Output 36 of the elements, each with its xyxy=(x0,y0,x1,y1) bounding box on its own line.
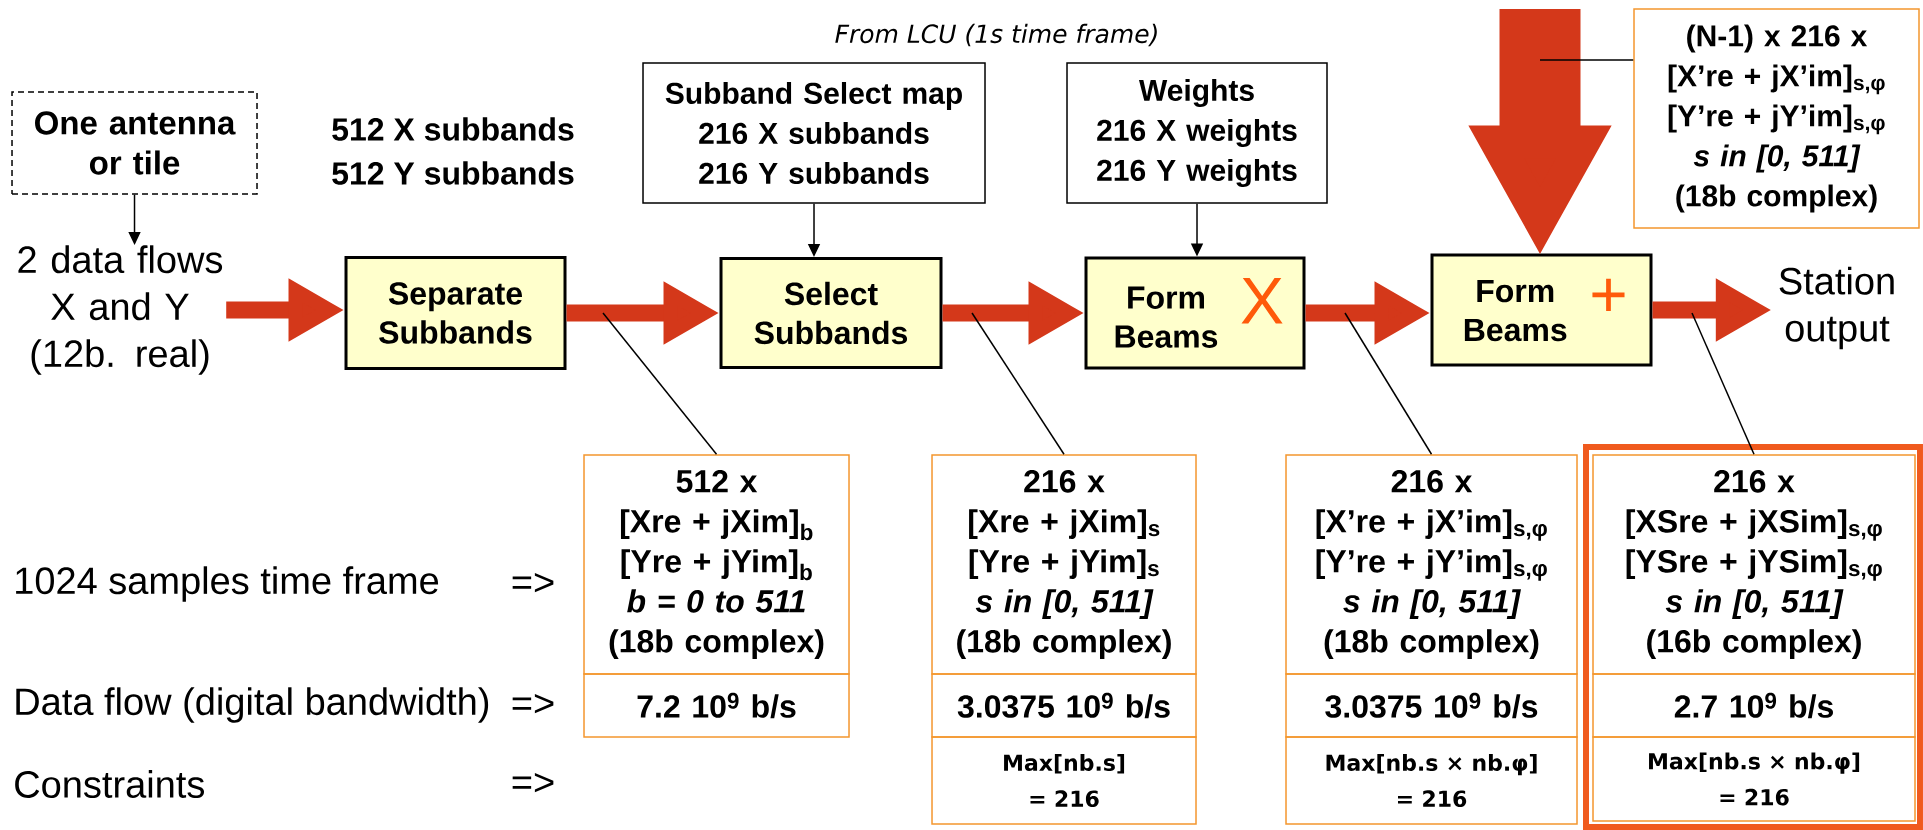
process-box: Separate Subbands xyxy=(344,256,567,370)
bandwidth-cell: 7.2 10$^{9}$ b/s xyxy=(583,673,850,738)
bandwidth-cell: 3.0375 10$^{9}$ b/s xyxy=(931,673,1197,738)
process-box: Form Beams X xyxy=(1084,256,1306,370)
row-label: Data flow (digital bandwidth) xyxy=(16,687,489,723)
constraint-cell: Max[nb.s] = 216 xyxy=(931,736,1197,825)
source-box: One antenna or tile xyxy=(11,91,258,195)
flow-text: Station output xyxy=(1779,266,1894,350)
flow-text: 2 data flows X and Y (12b. real) xyxy=(18,245,223,375)
row-label: Constraints xyxy=(15,770,204,798)
leader-line xyxy=(1344,312,1433,455)
annotation-text: 512 X subbands xyxy=(332,117,574,141)
data-cell: 216 x [X’re + jX’im]$_{s,φ}$ [Y’re + jY’im]$_{s,φ}$ s in [0, 511] (18b complex) xyxy=(1285,454,1578,675)
process-box: Select Subbands xyxy=(719,257,943,369)
leader-line xyxy=(1539,59,1634,61)
data-cell: 512 x [Xre + jXim]$_{b}$ [Yre + jYim]$_{b}$ b = 0 to 511 (18b complex) xyxy=(583,454,850,675)
highlight-frame xyxy=(1583,444,1923,830)
constraint-cell: Max[nb.s × nb.φ] = 216 xyxy=(1285,736,1578,825)
leader-line xyxy=(971,312,1065,455)
arrow-sign: => xyxy=(512,772,554,793)
bandwidth-cell: 2.7 10$^{9}$ b/s xyxy=(1592,673,1916,738)
leader-line xyxy=(1691,312,1755,455)
leader-line xyxy=(602,312,718,455)
annotation-text: From LCU (1s time frame) xyxy=(835,23,1157,47)
arrow-sign: => xyxy=(512,572,554,593)
row-label: 1024 samples time frame xyxy=(16,566,439,602)
data-cell: 216 x [Xre + jXim]$_{s}$ [Yre + jYim]$_{s}$ s in [0, 511] (18b complex) xyxy=(931,454,1197,675)
constraint-cell: Max[nb.s × nb.φ] = 216 xyxy=(1592,736,1916,822)
bandwidth-cell: 3.0375 10$^{9}$ b/s xyxy=(1285,673,1578,738)
input-box: Weights 216 X weights 216 Y weights xyxy=(1066,62,1328,204)
data-box: (N-1) x 216 x [X’re + jX’im]$_{s,φ}$ [Y’re + jY’im]$_{s,φ}$ s in [0, 511] (18b complex) xyxy=(1633,8,1920,229)
annotation-text: 512 Y subbands xyxy=(332,161,574,185)
arrow-sign: => xyxy=(512,693,554,714)
process-box: Form Beams + xyxy=(1430,253,1653,367)
data-cell: 216 x [XSre + jXSim]$_{s,φ}$ [YSre + jYSim]$_{s,φ}$ s in [0, 511] (16b complex) xyxy=(1592,454,1916,675)
input-box: Subband Select map 216 X subbands 216 Y subbands xyxy=(642,62,986,204)
